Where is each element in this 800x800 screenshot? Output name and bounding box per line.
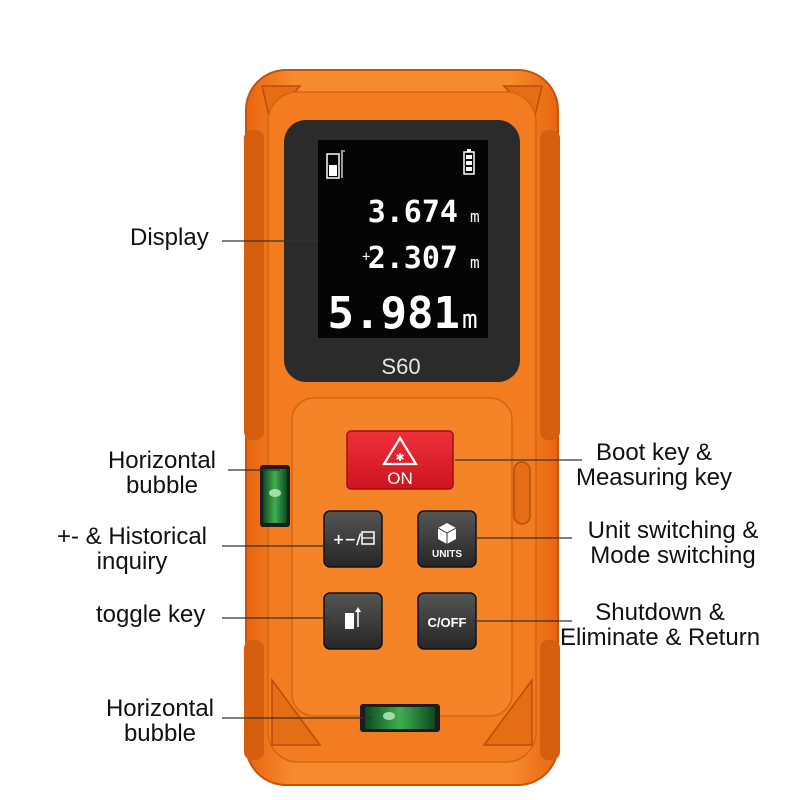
callout-bubble-top-line-1: Horizontal [107,447,217,474]
callout-history-line-2: inquiry [96,548,168,575]
reference-point-icon [345,607,361,629]
callout-bubble-top-line-2: bubble [125,472,199,499]
bottom-bubble-level [360,704,440,732]
callout-bubble-bottom: Horizontal bubble [90,696,230,746]
callout-shutdown: Shutdown & Eliminate & Return [540,600,780,650]
plus-minus-label: +−/ [333,532,362,548]
callout-boot-line-1: Boot key & [595,439,713,466]
clear-off-button[interactable]: C/OFF [417,592,477,650]
off-label: C/OFF [428,615,467,630]
callout-display: Display [130,224,209,251]
display-unit-1: m [470,207,480,226]
display-line-3: 5.981 [328,288,460,339]
display-unit-2: m [470,253,480,272]
screen-bezel [284,120,520,382]
laser-warning-icon: ✱ [382,435,418,466]
history-icon [361,531,375,545]
callout-toggle: toggle key [96,601,206,628]
cube-icon [437,523,457,544]
units-label: UNITS [432,549,462,560]
model-label: S60 [381,354,420,379]
on-label: ON [387,469,413,488]
callout-unit-line-2: Mode switching [590,542,756,569]
leader-lines [222,240,582,719]
callout-shutdown-line-1: Shutdown & [595,599,725,626]
callout-history: +- & Historical inquiry [42,524,222,574]
callout-unit: Unit switching & Mode switching [570,518,776,568]
callout-boot: Boot key & Measuring key [556,440,752,490]
on-measure-button[interactable]: ✱ ON [346,430,454,490]
callout-bubble-bottom-line-2: bubble [123,720,197,747]
display-line-2-prefix: + [362,249,370,265]
callout-history-line-1: +- & Historical [56,523,208,550]
svg-text:✱: ✱ [395,451,404,464]
callout-bubble-bottom-line-1: Horizontal [105,695,215,722]
plus-minus-history-button[interactable]: +−/ [323,510,383,568]
display-unit-3: m [462,305,478,335]
callout-boot-line-2: Measuring key [575,464,733,491]
callout-shutdown-line-2: Eliminate & Return [559,624,761,651]
battery-icon [463,149,475,175]
side-bubble-level [260,465,290,527]
display-screen: 3.674 m + 2.307 m 5.981 m [326,149,480,339]
callout-unit-line-1: Unit switching & [587,517,759,544]
callout-bubble-top: Horizontal bubble [92,448,232,498]
display-line-2: 2.307 [368,241,458,276]
units-button[interactable]: UNITS [417,510,477,568]
display-line-1: 3.674 [368,195,458,230]
measure-mode-icon [326,150,345,179]
toggle-button[interactable] [323,592,383,650]
